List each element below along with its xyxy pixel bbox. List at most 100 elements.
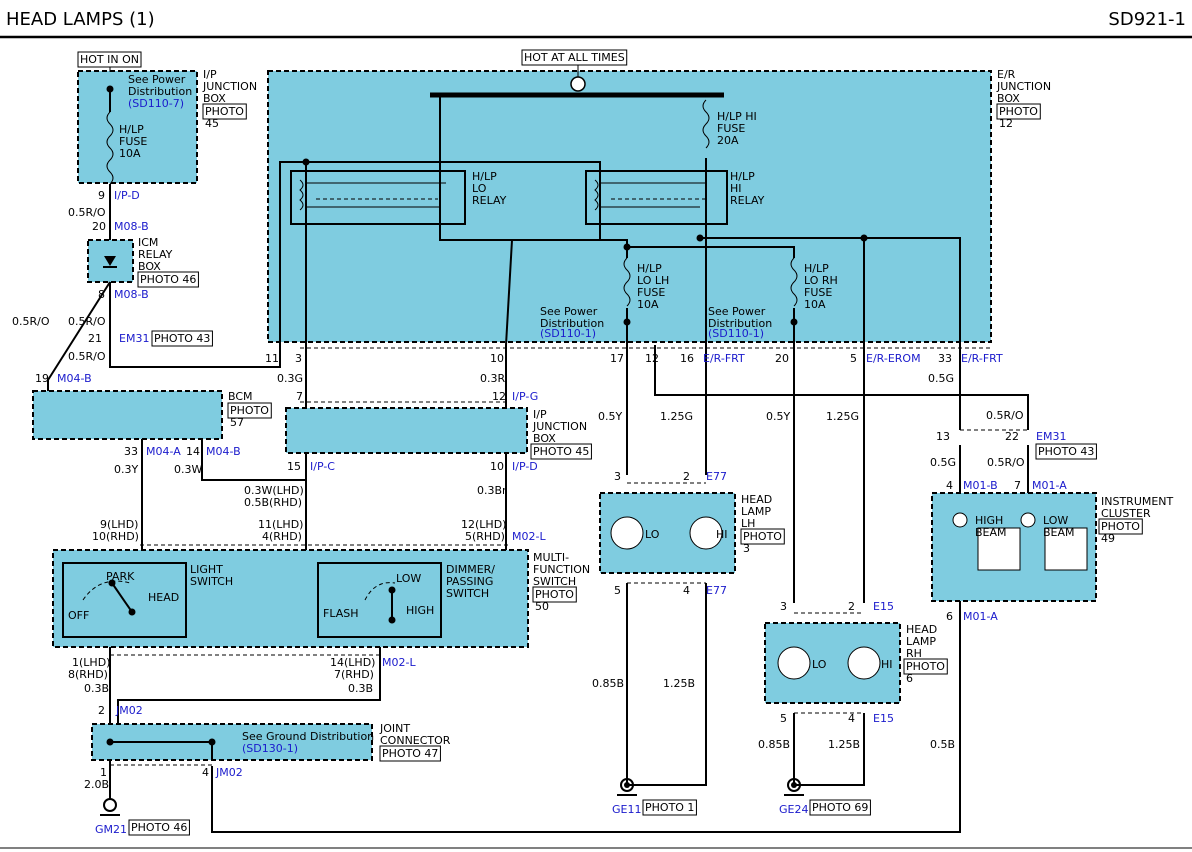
photo12-2: 12 <box>999 117 1013 130</box>
pin-14lhd: 14(LHD) <box>330 656 375 669</box>
wire-03w: 0.3W <box>174 463 202 476</box>
bcm-label: BCM <box>228 390 253 403</box>
wire-05ro-2: 0.5R/O <box>12 315 50 328</box>
ip-junction-2b: JUNCTION <box>532 420 587 433</box>
pin-7rhd: 7(RHD) <box>334 668 374 681</box>
lo-rh-fuse-1: H/LP <box>804 262 829 275</box>
lo-rh-fuse-2: LO RH <box>804 274 838 287</box>
conn-m08b-1: M08-B <box>114 220 149 233</box>
photo43-2-frame <box>1035 443 1097 460</box>
low-label: LOW <box>396 572 421 585</box>
bcm-box <box>32 390 223 440</box>
head-label: HEAD <box>148 591 179 604</box>
photo49-2: 49 <box>1101 532 1115 545</box>
sd110-1-link-a: (SD110-1) <box>540 327 596 340</box>
flash-label: FLASH <box>323 607 359 620</box>
gnd-ge24: GE24 <box>779 803 808 816</box>
hlp-fuse-10a-2: FUSE <box>119 135 147 148</box>
wire-125g-2: 1.25G <box>826 410 859 423</box>
pin-4rhd: 4(RHD) <box>262 530 302 543</box>
sd110-7-link: (SD110-7) <box>128 97 184 110</box>
park-label: PARK <box>106 570 135 583</box>
hot-at-all-times-frame <box>521 49 628 66</box>
photo1: PHOTO 1 <box>645 801 694 814</box>
hi-relay-3: RELAY <box>730 194 765 207</box>
lo-lh-fuse-1: H/LP <box>637 262 662 275</box>
hlp-hi-fuse-3: 20A <box>717 134 739 147</box>
hi-lh: HI <box>716 528 728 541</box>
see-power-2a: See Power <box>540 305 598 318</box>
pin-7b: 7 <box>1014 479 1021 492</box>
hi-relay-1: H/LP <box>730 170 755 183</box>
pin-5rhd: 5(RHD) <box>465 530 505 543</box>
photo45a-1: PHOTO <box>205 105 244 118</box>
wires <box>47 86 1029 833</box>
conn-m01a-1: M01-A <box>1032 479 1067 492</box>
hi-relay-2: HI <box>730 182 742 195</box>
pin-8rhd: 8(RHD) <box>68 668 108 681</box>
photo69-frame <box>809 799 871 816</box>
photo45a-1-frame <box>202 103 247 120</box>
see-power-3a: See Power <box>708 305 766 318</box>
pin-7a: 7 <box>296 390 303 403</box>
wire-03b-2: 0.3B <box>348 682 373 695</box>
page-title: HEAD LAMPS (1) <box>6 9 155 30</box>
conn-em31-1: EM31 <box>119 332 149 345</box>
photo46-gm21: PHOTO 46 <box>131 821 187 834</box>
photo49-1: PHOTO <box>1101 520 1140 533</box>
high-beam-1: HIGH <box>975 514 1003 527</box>
conn-e15-2: E15 <box>873 712 894 725</box>
dimmer-3: SWITCH <box>446 587 489 600</box>
see-power-dist-1b: Distribution <box>128 85 192 98</box>
conn-ipc: I/P-C <box>310 460 335 473</box>
mf-switch-3: SWITCH <box>533 575 576 588</box>
lo-lh-fuse-2: LO LH <box>637 274 669 287</box>
wire-085b-1: 0.85B <box>592 677 624 690</box>
wire-03b-1: 0.3B <box>84 682 109 695</box>
lo-rh: LO <box>812 658 827 671</box>
wire-085b-2: 0.85B <box>758 738 790 751</box>
pin-2b: 2 <box>683 470 690 483</box>
lo-relay-2: LO <box>472 182 487 195</box>
wire-05ro-6: 0.5R/O <box>987 456 1025 469</box>
lh-lamp-3: LH <box>741 517 755 530</box>
pin-12lhd: 12(LHD) <box>461 518 506 531</box>
lo-relay-1: H/LP <box>472 170 497 183</box>
pin-10a: 10 <box>490 352 504 365</box>
conn-m04b-2: M04-B <box>206 445 241 458</box>
dimmer-2: PASSING <box>446 575 493 588</box>
photo43-1: PHOTO 43 <box>154 332 210 345</box>
pin-12b: 12 <box>492 390 506 403</box>
hot-in-on-label-frame <box>77 51 142 68</box>
wire-05b: 0.5B <box>930 738 955 751</box>
ip-junction-box-fuse <box>77 70 198 184</box>
photo3-1: PHOTO <box>743 530 782 543</box>
low-beam-1: LOW <box>1043 514 1068 527</box>
pin-1a: 1 <box>100 766 107 779</box>
pin-10b: 10 <box>490 460 504 473</box>
lo-rh-fuse-3: FUSE <box>804 286 832 299</box>
conn-m02l-1: M02-L <box>512 530 546 543</box>
wire-20b: 2.0B <box>84 778 109 791</box>
photo45a-2: 45 <box>205 117 219 130</box>
hot-at-all-times: HOT AT ALL TIMES <box>524 51 625 64</box>
conn-m04b-1: M04-B <box>57 372 92 385</box>
wire-125g-1: 1.25G <box>660 410 693 423</box>
ip-junction-2c: BOX <box>533 432 556 445</box>
joint-1: JOINT <box>379 722 410 735</box>
photo46-icm-frame <box>137 271 199 288</box>
sd110-1-link-b: (SD110-1) <box>708 327 764 340</box>
off-label: OFF <box>68 609 89 622</box>
hlp-fuse-10a-1: H/LP <box>119 123 144 136</box>
conn-erfrt-1: E/R-FRT <box>703 352 745 365</box>
hlp-hi-fuse-2: FUSE <box>717 122 745 135</box>
photo47-frame <box>379 745 441 762</box>
photo1-frame <box>642 799 697 816</box>
photo6-2: 6 <box>906 672 913 685</box>
pin-2a: 2 <box>98 704 105 717</box>
see-ground: See Ground Distribution <box>242 730 374 743</box>
pin-4d: 4 <box>946 479 953 492</box>
pin-33b: 33 <box>938 352 952 365</box>
pin-6: 6 <box>946 610 953 623</box>
